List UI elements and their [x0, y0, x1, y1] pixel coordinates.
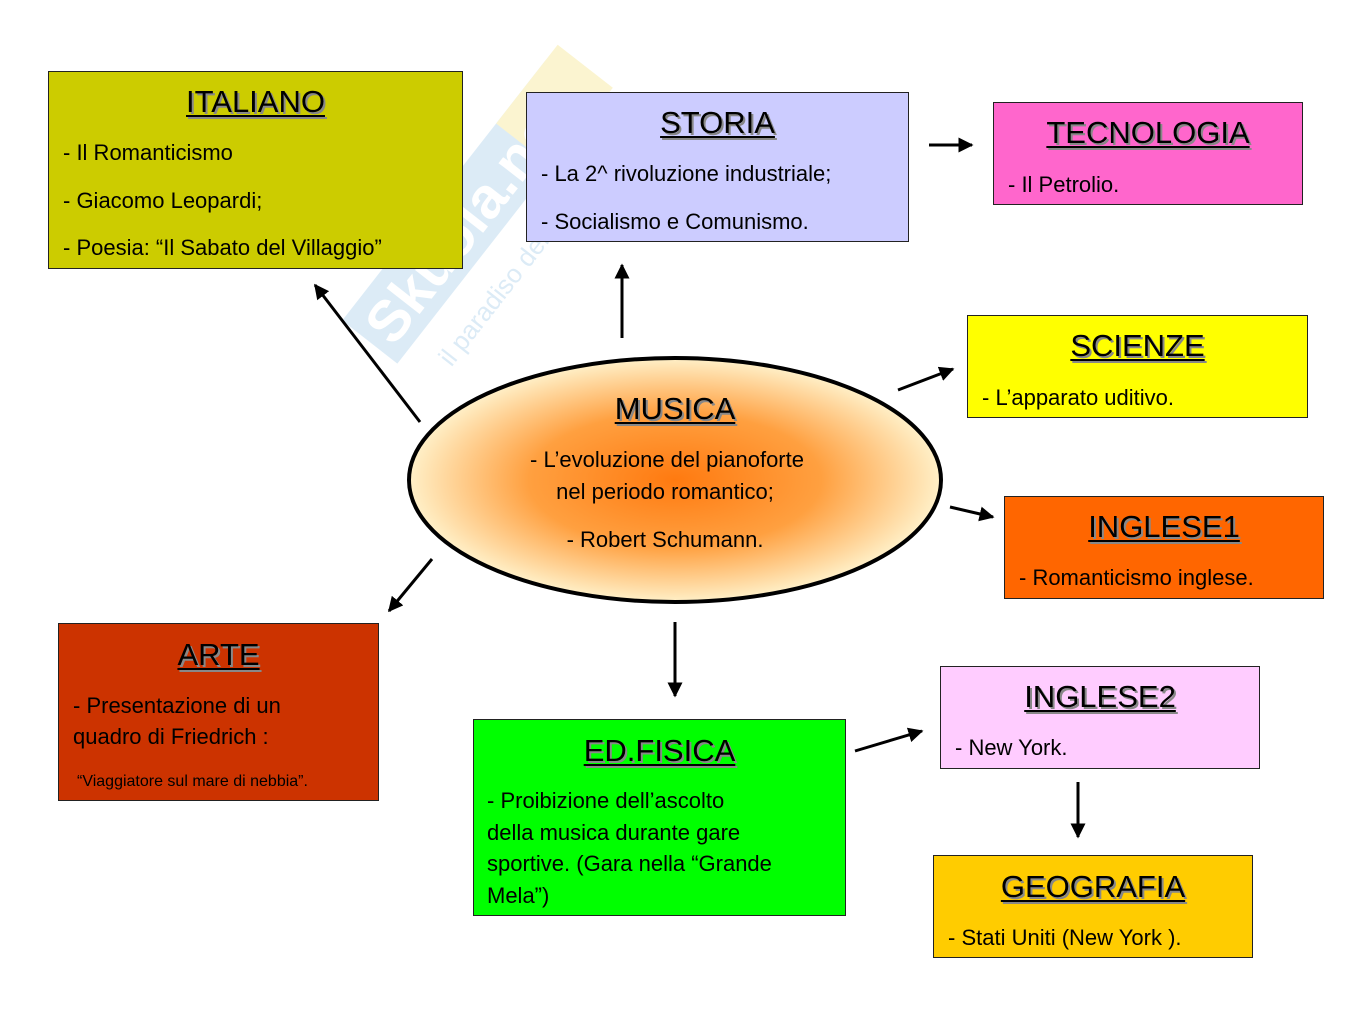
- center-title: MUSICA: [614, 391, 736, 426]
- box-tecnologia: TECNOLOGIA - Il Petrolio.: [993, 102, 1303, 205]
- box-item: Mela”): [487, 883, 550, 908]
- box-item: - Giacomo Leopardi;: [63, 188, 263, 213]
- box-title: ED.FISICA: [583, 733, 736, 768]
- box-item: - Proibizione dell’ascolto: [487, 788, 725, 813]
- box-item: - L’apparato uditivo.: [982, 385, 1175, 410]
- center-line: - Robert Schumann.: [566, 527, 764, 552]
- box-geografia: GEOGRAFIA - Stati Uniti (New York ).: [933, 855, 1253, 958]
- box-title: INGLESE1: [1088, 509, 1240, 544]
- arrow-to-inglese2: [854, 727, 924, 753]
- arrow-to-scienze: [897, 366, 955, 392]
- box-item: quadro di Friedrich :: [73, 724, 269, 749]
- box-item: - Stati Uniti (New York ).: [948, 925, 1182, 950]
- center-line: nel periodo romantico;: [556, 479, 774, 504]
- box-storia: STORIA - La 2^ rivoluzione industriale; …: [526, 92, 909, 242]
- box-title: INGLESE2: [1024, 679, 1176, 714]
- box-italiano: ITALIANO - Il Romanticismo - Giacomo Leo…: [48, 71, 463, 269]
- box-inglese2: INGLESE2 - New York.: [940, 666, 1260, 769]
- box-title: ARTE: [177, 637, 260, 672]
- box-item: - Socialismo e Comunismo.: [541, 209, 809, 234]
- box-title: GEOGRAFIA: [1000, 869, 1186, 904]
- arrow-to-inglese1: [949, 505, 995, 522]
- center-ellipse: [407, 356, 943, 604]
- box-scienze: SCIENZE - L’apparato uditivo.: [967, 315, 1308, 418]
- box-item: - Romanticismo inglese.: [1019, 565, 1254, 590]
- box-title: SCIENZE: [1070, 328, 1205, 363]
- box-title: STORIA: [660, 105, 775, 140]
- box-item: - La 2^ rivoluzione industriale;: [541, 161, 832, 186]
- box-title: ITALIANO: [186, 84, 325, 119]
- box-item: - Presentazione di un: [73, 693, 281, 718]
- box-item: - Il Petrolio.: [1008, 172, 1120, 197]
- box-item: sportive. (Gara nella “Grande: [487, 851, 772, 876]
- box-item: - Il Romanticismo: [63, 140, 233, 165]
- box-edfisica: ED.FISICA - Proibizione dell’ascolto del…: [473, 719, 846, 916]
- box-item: “Viaggiatore sul mare di nebbia”.: [77, 773, 308, 790]
- box-item: della musica durante gare: [487, 820, 741, 845]
- arrow-to-arte: [387, 558, 434, 613]
- box-arte: ARTE - Presentazione di un quadro di Fri…: [58, 623, 379, 801]
- box-item: - New York.: [955, 735, 1068, 760]
- arrow-to-italiano: [313, 283, 422, 423]
- box-item: - Poesia: “Il Sabato del Villaggio”: [63, 235, 382, 260]
- box-title: TECNOLOGIA: [1046, 115, 1250, 150]
- box-inglese1: INGLESE1 - Romanticismo inglese.: [1004, 496, 1324, 599]
- center-line: - L’evoluzione del pianoforte: [530, 447, 804, 472]
